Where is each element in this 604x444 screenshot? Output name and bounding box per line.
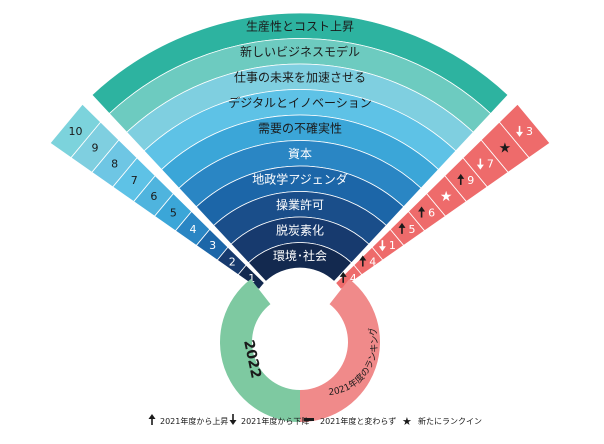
- fan-band-label: 新しいビジネスモデル: [240, 44, 360, 59]
- up-arrow-icon: [339, 271, 347, 283]
- previous-rank-number: 5: [408, 223, 415, 236]
- left-rank-number: 6: [150, 190, 157, 203]
- previous-rank-number: 1: [389, 239, 396, 252]
- down-arrow-icon: [378, 240, 386, 252]
- fan-band-label: 資本: [288, 147, 312, 161]
- star-icon: ★: [402, 415, 412, 428]
- dash-icon: [304, 418, 314, 421]
- star-icon: ★: [440, 189, 453, 205]
- left-rank-number: 7: [131, 174, 138, 187]
- left-rank-number: 5: [170, 207, 177, 220]
- fan-band-label: 仕事の未来を加速させる: [234, 70, 366, 84]
- previous-rank-number: 6: [428, 207, 435, 220]
- legend-item-same: 2021年度と変わらず: [304, 416, 396, 426]
- fan-band-label: 操業許可: [276, 197, 324, 212]
- down-arrow-icon: [476, 158, 484, 170]
- left-rank-number: 1: [248, 272, 255, 285]
- fan-band-label: 生産性とコスト上昇: [246, 18, 354, 33]
- previous-ranking-ring-segment: [300, 278, 381, 422]
- central-fan-bands: 生産性とコスト上昇新しいビジネスモデル仕事の未来を加速させるデジタルとイノベーシ…: [91, 12, 509, 282]
- down-arrow-icon: [229, 414, 237, 425]
- left-rank-number: 10: [68, 125, 82, 138]
- up-arrow-icon: [359, 255, 367, 267]
- fan-band-label: 環境･社会: [273, 248, 327, 263]
- legend-label: 新たにランクイン: [418, 416, 482, 426]
- year-label: 2022: [240, 338, 264, 379]
- left-rank-number: 4: [190, 223, 197, 236]
- previous-rank-number: 4: [369, 256, 376, 269]
- fan-band-label: デジタルとイノベーション: [228, 95, 372, 110]
- fan-band: [247, 242, 353, 282]
- fan-band-label: 脱炭素化: [276, 222, 324, 237]
- left-rank-number: 9: [92, 141, 99, 154]
- fan-band-label: 地政学アジェンダ: [252, 171, 348, 186]
- up-arrow-icon: [418, 206, 426, 218]
- previous-rank-number: 4: [350, 272, 357, 285]
- legend-item-up: 2021年度から上昇: [148, 414, 228, 426]
- left-rank-number: 3: [209, 239, 216, 252]
- star-icon: ★: [499, 140, 512, 156]
- down-arrow-icon: [516, 125, 524, 137]
- bottom-ring: 2022 2021年度のランキング: [220, 278, 381, 422]
- legend-label: 2021年度から下降: [241, 416, 309, 426]
- legend-item-down: 2021年度から下降: [229, 414, 309, 426]
- legend: 2021年度から上昇 2021年度から下降 2021年度と変わらず ★ 新たにラ…: [148, 414, 482, 428]
- previous-rank-number: 3: [526, 125, 533, 138]
- legend-label: 2021年度から上昇: [160, 416, 228, 426]
- legend-label: 2021年度と変わらず: [320, 416, 396, 426]
- previous-rank-number: 9: [467, 174, 474, 187]
- up-arrow-icon: [148, 414, 156, 425]
- fan-band-label: 需要の不確実性: [258, 120, 342, 135]
- legend-item-new: ★ 新たにランクイン: [402, 415, 482, 428]
- left-rank-number: 8: [111, 158, 118, 171]
- up-arrow-icon: [457, 173, 465, 185]
- year-ring-segment: [220, 278, 300, 422]
- left-rank-number: 2: [229, 256, 236, 269]
- up-arrow-icon: [398, 222, 406, 234]
- previous-rank-number: 7: [487, 158, 494, 171]
